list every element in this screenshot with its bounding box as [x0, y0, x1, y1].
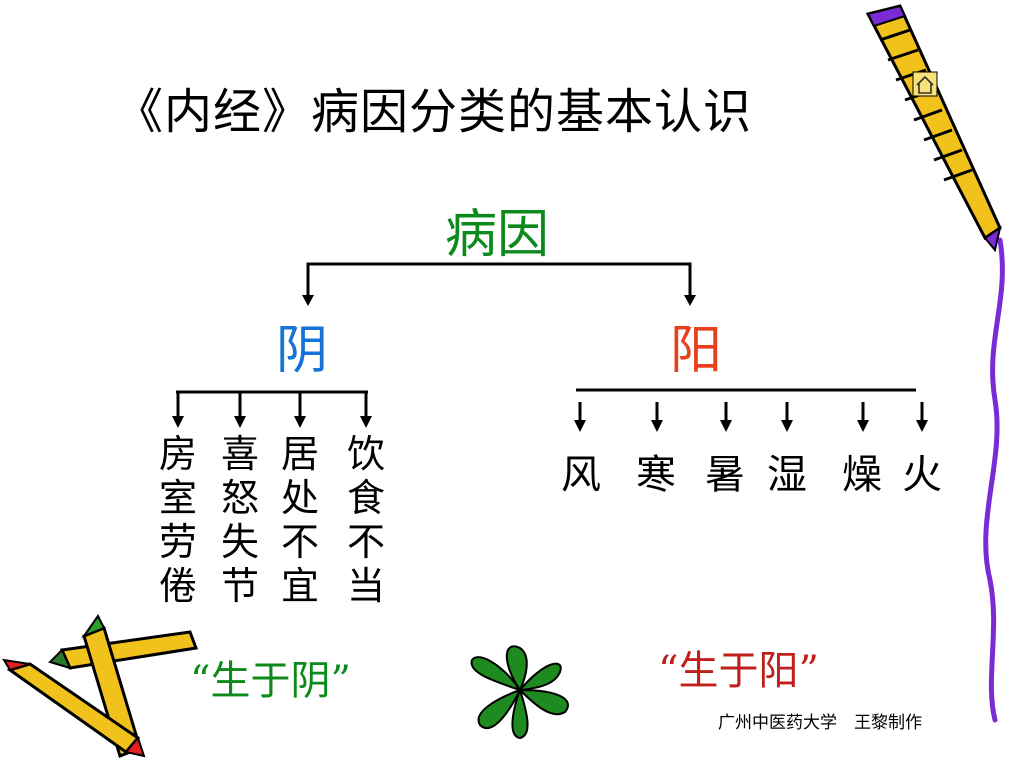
yin-arrows	[172, 392, 372, 428]
yang-quote: “生于阳”	[658, 648, 819, 694]
yang-item: 燥	[842, 452, 882, 498]
yang-item: 寒	[636, 452, 676, 498]
yin-char: 饮	[346, 432, 385, 476]
yin-char: 节	[220, 564, 259, 608]
edge-squiggle	[983, 237, 1005, 723]
credit-text: 广州中医药大学 王黎制作	[718, 713, 922, 733]
yin-char: 房	[158, 432, 197, 476]
yang-item: 风	[561, 452, 601, 498]
pencils-decoration	[2, 614, 199, 759]
yin-column: 饮食不当	[344, 432, 388, 608]
yin-char: 室	[158, 476, 197, 520]
yang-item: 暑	[705, 452, 745, 498]
yin-char: 居	[280, 432, 319, 476]
yin-char: 宜	[280, 564, 319, 608]
yin-char: 怒	[220, 476, 259, 520]
yin-char: 失	[220, 520, 259, 564]
yin-char: 不	[280, 520, 319, 564]
leaf-decoration	[470, 645, 569, 740]
yang-item: 火	[902, 452, 942, 498]
yin-quote: “生于阴”	[190, 658, 351, 704]
yin-char: 喜	[220, 432, 259, 476]
yin-node: 阴	[276, 321, 329, 381]
yin-char: 不	[346, 520, 385, 564]
pencil-decoration	[865, 4, 1002, 253]
yang-node: 阳	[670, 321, 723, 381]
yang-item: 湿	[767, 452, 807, 498]
yang-arrows	[574, 402, 928, 432]
yin-char: 劳	[158, 520, 197, 564]
yin-column: 喜怒失节	[218, 432, 262, 608]
slide-title: 《内经》病因分类的基本认识	[115, 84, 753, 140]
yin-char: 当	[346, 564, 385, 608]
yin-char: 食	[346, 476, 385, 520]
yin-char: 倦	[158, 564, 197, 608]
yin-column: 房室劳倦	[156, 432, 200, 608]
home-icon	[912, 71, 938, 97]
yin-column: 居处不宜	[278, 432, 322, 608]
yin-char: 处	[280, 476, 319, 520]
root-connector	[306, 262, 692, 301]
root-node: 病因	[445, 205, 550, 265]
